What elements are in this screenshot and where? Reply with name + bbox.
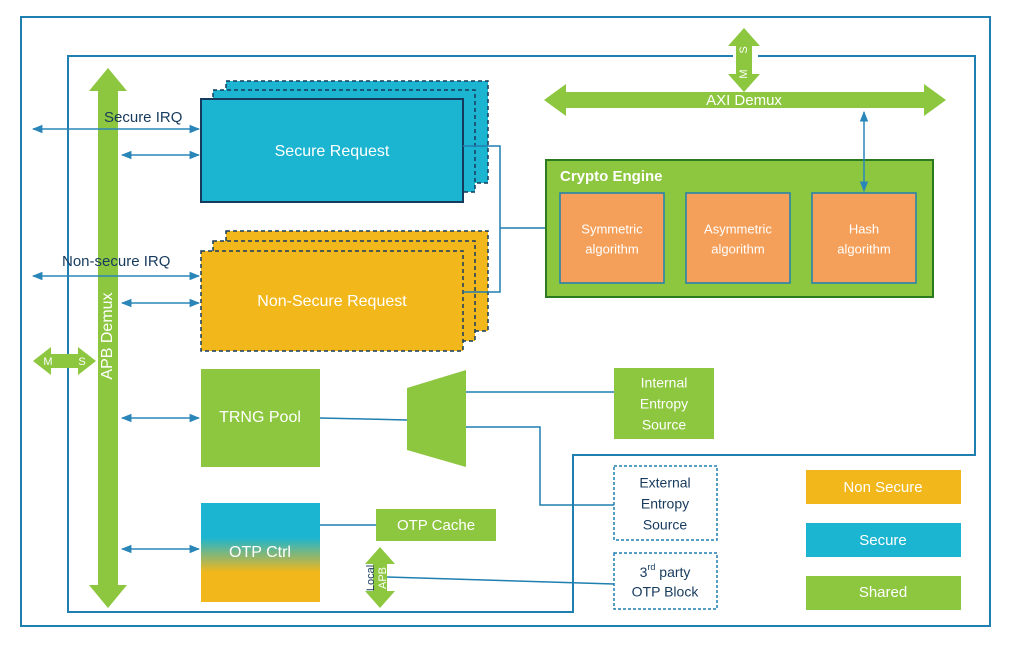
internal-entropy-line-2: Entropy xyxy=(640,396,688,412)
axi-demux-bar: AXI Demux xyxy=(544,84,946,116)
internal-entropy-source-block: Internal Entropy Source xyxy=(614,368,714,439)
symmetric-algorithm-box xyxy=(559,192,665,284)
hash-label-2: algorithm xyxy=(837,241,890,256)
external-entropy-line-1: External xyxy=(639,475,690,491)
trng-mux-line xyxy=(319,417,408,421)
otp-cache-block: OTP Cache xyxy=(376,509,496,541)
trng-pool-block: TRNG Pool xyxy=(201,369,320,467)
crypto-engine-block: Crypto Engine Symmetric algorithm Asymme… xyxy=(545,159,934,298)
inner-boundary xyxy=(67,55,976,613)
asymmetric-algorithm-box xyxy=(685,192,791,284)
local-apb-otp-block-line xyxy=(386,576,615,585)
internal-entropy-line-1: Internal xyxy=(641,375,688,391)
apb-master-slave-arrow: M S xyxy=(33,347,96,375)
secure-irq-label: Secure IRQ xyxy=(104,109,182,126)
apb-s-label: S xyxy=(78,356,85,368)
secure-request-label: Secure Request xyxy=(275,143,390,160)
legend-swatch-non-secure xyxy=(806,470,961,504)
axi-demux-label: AXI Demux xyxy=(706,92,782,109)
axi-master-slave-arrow: M S xyxy=(728,28,760,92)
external-entropy-line-3: Source xyxy=(643,517,688,533)
hash-algorithm-box xyxy=(811,192,917,284)
legend-label-non-secure: Non Secure xyxy=(843,479,922,496)
third-party-otp-block: 3rd party OTP Block xyxy=(613,552,718,610)
request-crypto-connector xyxy=(463,145,501,293)
legend: Non Secure Secure Shared xyxy=(806,470,961,610)
mux-external-entropy-line xyxy=(466,426,614,506)
asymmetric-label-2: algorithm xyxy=(711,241,764,256)
symmetric-label-1: Symmetric xyxy=(581,221,643,236)
apb-demux-bar: APB Demux xyxy=(89,68,127,608)
external-entropy-line-2: Entropy xyxy=(641,496,689,512)
legend-swatch-secure xyxy=(806,523,961,557)
entropy-mux xyxy=(407,370,466,467)
otp-ctrl-block: OTP Ctrl xyxy=(201,503,320,602)
trng-pool-label: TRNG Pool xyxy=(219,409,301,426)
apb-m-label: M xyxy=(43,356,52,368)
secure-request-block: Secure Request xyxy=(200,80,489,203)
non-secure-request-label: Non-Secure Request xyxy=(257,293,407,310)
external-entropy-source-block: External Entropy Source xyxy=(613,465,718,541)
hash-label-1: Hash xyxy=(849,221,879,236)
local-apb-arrow: Local APB xyxy=(365,547,395,608)
internal-entropy-line-3: Source xyxy=(642,417,687,433)
outer-frame xyxy=(20,16,991,627)
otp-ctrl-label: OTP Ctrl xyxy=(229,544,291,561)
local-apb-line-1: Local xyxy=(365,565,377,591)
axi-m-label: M xyxy=(738,69,750,78)
local-apb-line-2: APB xyxy=(377,567,389,589)
non-secure-request-block: Non-Secure Request xyxy=(200,230,489,352)
symmetric-label-2: algorithm xyxy=(585,241,638,256)
apb-demux-label: APB Demux xyxy=(99,292,116,379)
legend-swatch-shared xyxy=(806,576,961,610)
third-party-line-2: OTP Block xyxy=(632,584,700,600)
third-party-line-1: 3rd party xyxy=(640,562,691,579)
legend-label-secure: Secure xyxy=(859,532,907,549)
axi-s-label: S xyxy=(738,46,750,53)
asymmetric-label-1: Asymmetric xyxy=(704,221,772,236)
crypto-engine-label: Crypto Engine xyxy=(560,168,663,185)
legend-label-shared: Shared xyxy=(859,584,907,601)
otp-cache-label: OTP Cache xyxy=(397,517,475,534)
non-secure-irq-label: Non-secure IRQ xyxy=(62,253,170,270)
